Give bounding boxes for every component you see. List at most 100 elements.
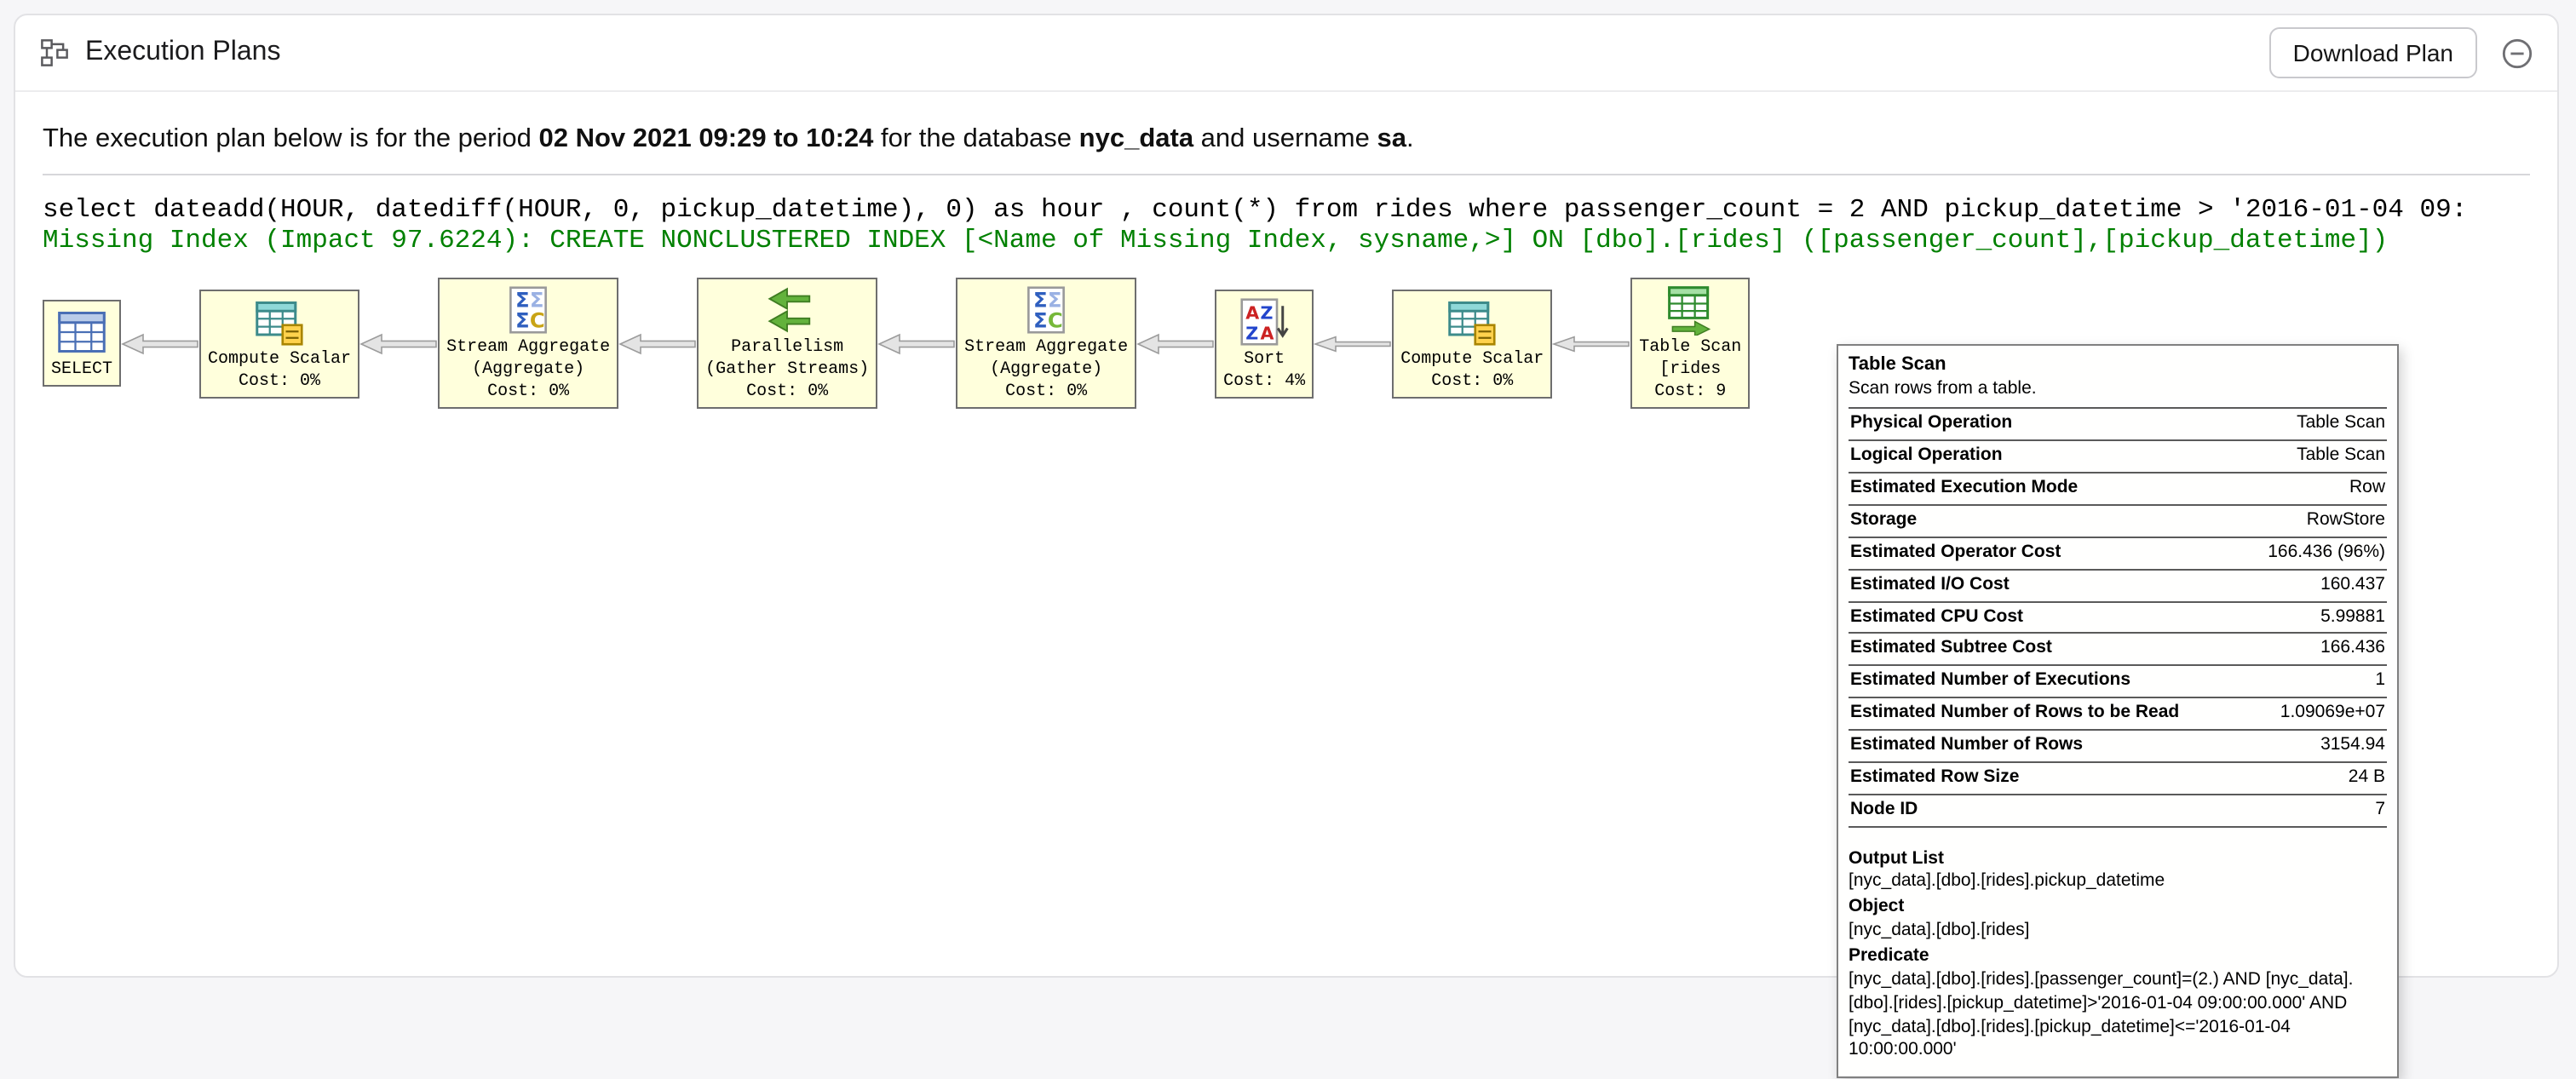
result-grid-icon <box>58 312 106 353</box>
summary-prefix: The execution plan below is for the peri… <box>43 124 539 153</box>
compute-scalar-icon <box>256 301 303 345</box>
node-cost: Cost: 0% <box>1005 383 1088 402</box>
node-cost: Cost: 0% <box>487 383 570 402</box>
stream-aggregate-icon: Σ Σ Σ C <box>1027 286 1066 334</box>
sql-post: = 2 AND pickup_datetime > '2016-01-04 09… <box>1801 196 2468 225</box>
node-label: Stream Aggregate <box>964 339 1129 358</box>
plan-node-compute-scalar-1[interactable]: Compute Scalar Cost: 0% <box>199 289 360 398</box>
tooltip-section-object: Object [nyc_data].[dbo].[rides] <box>1849 896 2030 941</box>
svg-text:Σ: Σ <box>530 287 544 312</box>
summary-mid1: for the database <box>873 124 1079 153</box>
plan-edge-arrow <box>877 331 956 355</box>
svg-text:Σ: Σ <box>1033 308 1048 333</box>
sort-icon: A Z Z A <box>1240 297 1289 345</box>
node-cost: Cost: 9 <box>1654 383 1727 402</box>
tooltip-section-predicate: Predicate [nyc_data].[dbo].[rides].[pass… <box>1849 944 2354 1060</box>
execution-plans-panel: Execution Plans Download Plan The execut… <box>14 14 2559 1079</box>
plan-node-select[interactable]: SELECT <box>43 300 122 387</box>
node-label: Sort <box>1244 350 1285 369</box>
plan-edge-arrow <box>1136 331 1215 355</box>
svg-text:Σ: Σ <box>515 287 530 312</box>
node-label: Table Scan <box>1639 339 1742 358</box>
node-cost: Cost: 0% <box>239 372 321 391</box>
plan-node-compute-scalar-2[interactable]: Compute Scalar Cost: 0% <box>1392 289 1553 398</box>
plan-node-row: SELECT <box>43 278 2530 409</box>
svg-text:A: A <box>1245 301 1259 322</box>
svg-text:Σ: Σ <box>1048 287 1062 312</box>
sql-query-text: select dateadd(HOUR, datediff(HOUR, 0, p… <box>43 196 2530 225</box>
panel-content: The execution plan below is for the peri… <box>15 92 2557 1079</box>
svg-text:C: C <box>530 308 545 333</box>
tooltip-title: Table Scan <box>1849 354 1946 375</box>
compute-scalar-icon <box>1448 301 1496 345</box>
node-label: Compute Scalar <box>1400 350 1544 369</box>
stream-aggregate-icon: Σ Σ Σ C <box>509 286 547 334</box>
divider <box>43 174 2530 175</box>
sql-underlined-column: passenger_count <box>1563 196 1802 225</box>
node-sublabel: (Aggregate) <box>990 361 1103 380</box>
node-label: SELECT <box>51 361 113 380</box>
plan-edge-arrow <box>1314 331 1392 355</box>
svg-text:Σ: Σ <box>515 308 530 333</box>
plan-edge-arrow <box>359 331 438 355</box>
svg-text:Σ: Σ <box>1033 287 1048 312</box>
plan-node-sort[interactable]: A Z Z A Sort Cost: 4% <box>1215 289 1314 398</box>
svg-text:A: A <box>1261 323 1274 343</box>
page-title: Execution Plans <box>85 37 281 66</box>
summary-mid2: and username <box>1193 124 1377 153</box>
summary-database: nyc_data <box>1078 124 1194 153</box>
table-scan-tooltip: Table Scan Scan rows from a table. Physi… <box>1837 344 2399 1079</box>
table-scan-icon <box>1668 286 1711 336</box>
plan-edge-arrow <box>121 331 199 355</box>
sql-pre: select dateadd(HOUR, datediff(HOUR, 0, p… <box>43 196 1564 225</box>
panel-header: Execution Plans Download Plan <box>15 15 2557 92</box>
header-actions: Download Plan <box>2268 27 2533 78</box>
node-object: [rides <box>1659 361 1722 380</box>
summary-period: 02 Nov 2021 09:29 to 10:24 <box>538 124 874 153</box>
plan-summary-text: The execution plan below is for the peri… <box>43 124 2530 155</box>
page: Execution Plans Download Plan The execut… <box>14 14 2559 1079</box>
tooltip-section-output-list: Output List [nyc_data].[dbo].[rides].pic… <box>1849 847 2165 892</box>
node-sublabel: (Aggregate) <box>472 361 585 380</box>
node-label: Compute Scalar <box>208 350 352 369</box>
plan-edge-arrow <box>618 331 697 355</box>
node-label: Stream Aggregate <box>446 339 611 358</box>
tooltip-subtitle: Scan rows from a table. <box>1849 377 2037 399</box>
collapse-panel-icon[interactable] <box>2501 37 2533 69</box>
node-cost: Cost: 4% <box>1223 372 1306 391</box>
svg-text:C: C <box>1048 308 1063 333</box>
execution-plan-canvas: SELECT <box>43 278 2530 1079</box>
node-cost: Cost: 0% <box>746 383 829 402</box>
summary-username: sa <box>1377 124 1407 153</box>
download-plan-button[interactable]: Download Plan <box>2268 27 2477 78</box>
tooltip-detail-sections: Output List [nyc_data].[dbo].[rides].pic… <box>1849 847 2387 1063</box>
node-label: Parallelism <box>731 339 844 358</box>
node-cost: Cost: 0% <box>1431 372 1514 391</box>
plan-node-stream-aggregate-1[interactable]: Σ Σ Σ C Stream Aggregate (Aggregate) Cos… <box>438 278 619 409</box>
node-sublabel: (Gather Streams) <box>705 361 870 380</box>
execution-plan-icon <box>41 39 68 66</box>
missing-index-suggestion: Missing Index (Impact 97.6224): CREATE N… <box>43 225 2389 255</box>
summary-suffix: . <box>1406 124 1414 153</box>
svg-text:Z: Z <box>1245 323 1258 343</box>
plan-node-parallelism[interactable]: Parallelism (Gather Streams) Cost: 0% <box>697 278 878 409</box>
parallelism-icon <box>768 287 811 333</box>
svg-text:Z: Z <box>1261 301 1274 322</box>
plan-node-table-scan[interactable]: Table Scan [rides Cost: 9 <box>1630 278 1751 409</box>
plan-node-stream-aggregate-2[interactable]: Σ Σ Σ C Stream Aggregate (Aggregate) Cos… <box>956 278 1137 409</box>
plan-edge-arrow <box>1552 331 1630 355</box>
